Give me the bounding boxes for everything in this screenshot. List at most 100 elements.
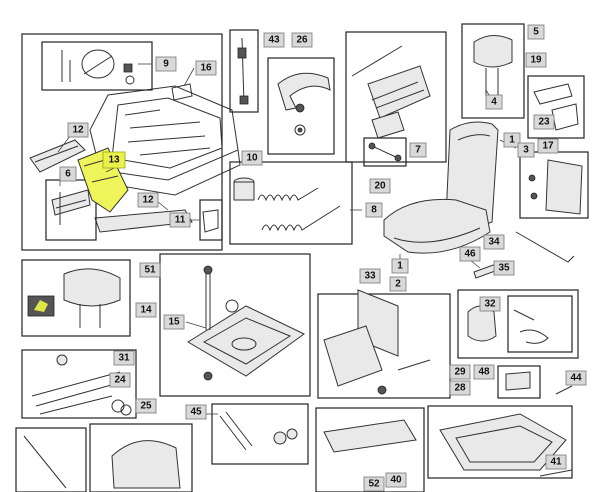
- callout-28[interactable]: 28: [449, 380, 471, 396]
- callout-20[interactable]: 20: [369, 178, 391, 194]
- callout-12b[interactable]: 12: [137, 192, 159, 208]
- svg-text:19: 19: [530, 55, 542, 66]
- svg-text:1: 1: [397, 261, 403, 272]
- callout-48[interactable]: 48: [473, 364, 495, 380]
- base-plate-group: [159, 253, 311, 397]
- callout-26[interactable]: 26: [291, 32, 313, 48]
- bottom-seat-box: [89, 423, 193, 492]
- callout-15[interactable]: 15: [163, 314, 185, 330]
- callout-40[interactable]: 40: [385, 472, 407, 488]
- svg-text:31: 31: [118, 353, 130, 364]
- svg-text:7: 7: [415, 145, 421, 156]
- callout-7[interactable]: 7: [409, 142, 427, 158]
- callout-1a[interactable]: 1: [503, 132, 521, 148]
- rods-31-box: [21, 349, 137, 419]
- callout-34[interactable]: 34: [483, 234, 505, 250]
- bushing: [467, 305, 497, 342]
- springs-group: [229, 161, 353, 245]
- callout-43[interactable]: 43: [263, 32, 285, 48]
- callout-24[interactable]: 24: [109, 372, 131, 388]
- svg-text:33: 33: [364, 271, 376, 282]
- callout-3[interactable]: 3: [517, 142, 535, 158]
- frame-28-box: [427, 405, 573, 479]
- callout-16[interactable]: 16: [195, 60, 217, 76]
- svg-text:28: 28: [454, 383, 466, 394]
- headrest-top-group: [461, 23, 525, 119]
- headrest-51-group: [21, 259, 131, 337]
- svg-text:25: 25: [140, 401, 152, 412]
- svg-text:10: 10: [246, 153, 258, 164]
- clip-25-group: [111, 399, 132, 416]
- svg-text:52: 52: [368, 479, 380, 490]
- bottom-rail: [94, 209, 193, 233]
- mechanism-box: [345, 31, 447, 163]
- svg-text:4: 4: [491, 97, 497, 108]
- callout-19[interactable]: 19: [525, 52, 547, 68]
- callout-45[interactable]: 45: [185, 404, 207, 420]
- base-plate: [187, 305, 305, 377]
- callout-46[interactable]: 46: [459, 246, 481, 262]
- rods-31-group: [21, 349, 137, 419]
- part-45-box: [211, 403, 309, 465]
- callout-11[interactable]: 11: [169, 212, 191, 228]
- callout-12a[interactable]: 12: [67, 122, 89, 138]
- headrest-top-box: [461, 23, 525, 119]
- headrest-top: [473, 35, 513, 68]
- svg-text:35: 35: [498, 263, 510, 274]
- callout-31[interactable]: 31: [113, 350, 135, 366]
- callout-33[interactable]: 33: [359, 268, 381, 284]
- callout-23[interactable]: 23: [533, 114, 555, 130]
- callout-1b[interactable]: 1: [391, 258, 409, 274]
- callout-51[interactable]: 51: [139, 262, 161, 278]
- callout-41[interactable]: 41: [545, 454, 567, 470]
- svg-text:29: 29: [454, 367, 466, 378]
- callout-17[interactable]: 17: [537, 138, 559, 154]
- callout-6[interactable]: 6: [59, 166, 77, 182]
- rail-52-box: [315, 407, 425, 492]
- svg-text:40: 40: [390, 475, 402, 486]
- callout-5[interactable]: 5: [527, 24, 545, 40]
- callout-4[interactable]: 4: [485, 94, 503, 110]
- callout-35[interactable]: 35: [493, 260, 515, 276]
- svg-text:45: 45: [190, 407, 202, 418]
- callout-32[interactable]: 32: [479, 296, 501, 312]
- svg-text:16: 16: [200, 63, 212, 74]
- svg-text:23: 23: [538, 117, 550, 128]
- svg-text:12: 12: [72, 125, 84, 136]
- bolt-group: [363, 137, 407, 167]
- svg-text:32: 32: [484, 299, 496, 310]
- callout-25[interactable]: 25: [135, 398, 157, 414]
- headrest-51: [63, 268, 121, 307]
- callout-29[interactable]: 29: [449, 364, 471, 380]
- callout-14[interactable]: 14: [135, 302, 157, 318]
- svg-text:48: 48: [478, 367, 490, 378]
- side-panel: [545, 159, 583, 215]
- callout-44[interactable]: 44: [565, 370, 587, 386]
- svg-text:8: 8: [371, 205, 377, 216]
- plate-33-group: [317, 289, 451, 399]
- callout-8[interactable]: 8: [365, 202, 383, 218]
- svg-text:3: 3: [523, 145, 529, 156]
- callout-10[interactable]: 10: [241, 150, 263, 166]
- callout-52[interactable]: 52: [363, 476, 385, 492]
- callout-13[interactable]: 13: [102, 151, 126, 169]
- cable-loop: [81, 49, 115, 79]
- callout-2[interactable]: 2: [389, 276, 407, 292]
- svg-text:26: 26: [296, 35, 308, 46]
- bottom-cable-group: [15, 423, 193, 492]
- svg-text:46: 46: [464, 249, 476, 260]
- plate-33-box: [317, 293, 451, 399]
- part-48-box: [497, 365, 541, 399]
- seat-base-plate: [89, 85, 239, 181]
- slide-rail: [323, 419, 417, 453]
- callout-9[interactable]: 9: [155, 56, 177, 72]
- armrest-box: [267, 57, 335, 155]
- kit-35-box: [457, 289, 579, 359]
- svg-text:51: 51: [144, 265, 156, 276]
- bolt-box: [363, 137, 407, 167]
- armrest: [277, 72, 331, 111]
- bracket-19-group: [527, 75, 585, 139]
- svg-text:9: 9: [163, 59, 169, 70]
- springs-box: [229, 161, 353, 245]
